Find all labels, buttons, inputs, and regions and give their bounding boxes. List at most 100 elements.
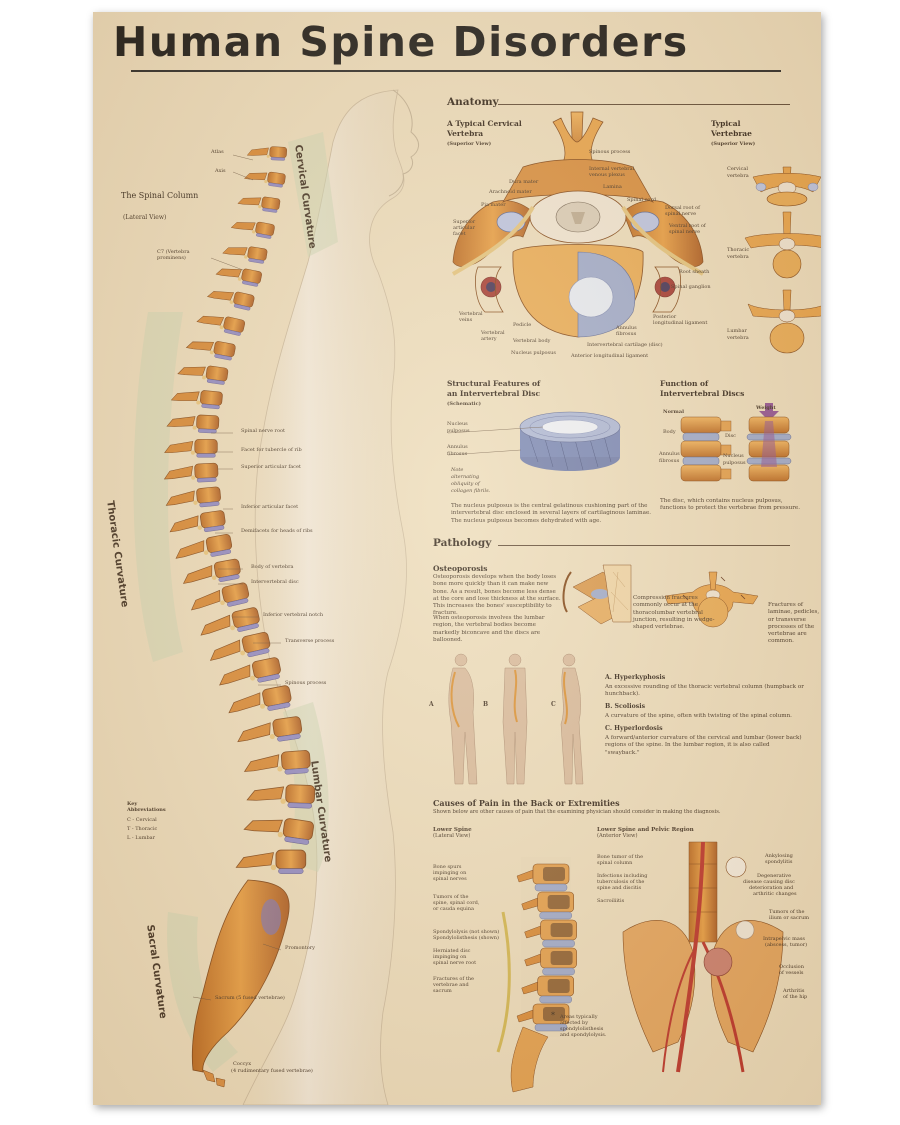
label-vertebral-artery-2: artery — [481, 336, 497, 342]
infections-label-3: spine and discitis — [597, 885, 642, 891]
typical-vertebrae-illustration — [744, 166, 821, 354]
poster-artwork — [133, 89, 821, 1105]
vertebra — [175, 534, 233, 559]
osteoporosis-text: Osteoporosis develops when the body lose… — [433, 574, 561, 617]
occlusion-label: Occlusion — [779, 964, 804, 970]
label-vertebral-body: Vertebral body — [513, 338, 551, 344]
vertebra — [170, 390, 223, 410]
fractures-sacrum-label-3: sacrum — [433, 988, 452, 994]
degenerative-label-3: deterioration and — [749, 885, 794, 891]
key-item-lumbar: L - Lumbar — [127, 835, 156, 841]
hyperkyphosis-title: A. Hyperkyphosis — [605, 674, 666, 681]
hip-arthritis-label-2: of the hip — [783, 994, 808, 1000]
vertebra — [190, 582, 250, 611]
label-dura-mater: Dura mater — [509, 179, 539, 185]
sacroiliitis-label: Sacroiliitis — [597, 898, 625, 904]
key-item-cervical: C - Cervical — [127, 817, 157, 823]
vertebra — [246, 784, 316, 809]
label-pedicle: Pedicle — [513, 322, 532, 328]
bone-tumor-label: Bone tumor of the — [597, 854, 644, 860]
vertebra — [209, 631, 271, 661]
degenerative-label-4: arthritic changes — [753, 891, 797, 897]
spinal-column-subtitle: (Lateral View) — [123, 214, 167, 221]
disc-note-4: collagen fibrils. — [451, 488, 491, 494]
function-disc-label: Disc — [725, 433, 736, 439]
bone-spurs-label: Bone spurs — [433, 864, 462, 870]
degenerative-label-2: disease causing disc — [743, 879, 795, 885]
hyperkyphosis-text: An excessive rounding of the thoracic ve… — [605, 684, 804, 698]
label-posterior-ligament-2: longitudinal ligament — [653, 320, 708, 326]
vertebra — [163, 462, 219, 483]
function-body-label: Body — [663, 429, 676, 435]
atlas-label: Atlas — [211, 149, 224, 155]
pelvic-subtitle: (Anterior View) — [597, 833, 638, 839]
posture-figures-illustration — [448, 653, 584, 785]
label-superior-facet-3: facet — [453, 231, 466, 237]
vertebra — [200, 607, 260, 636]
tumors-spine-label: Tumors of the — [433, 894, 469, 900]
intervertebral-disc-label: Intervertebral disc — [251, 579, 299, 585]
infections-label-2: tuberculosis of the — [597, 879, 645, 885]
asterisk-icon: * — [551, 1011, 555, 1020]
poster: Human Spine Disorders The Spinal Column … — [93, 12, 821, 1105]
label-nucleus-pulposus: Nucleus pulposus — [511, 350, 556, 356]
vertebra — [243, 750, 311, 775]
disc-function-title-2: Intervertebral Discs — [660, 389, 745, 398]
lumbar-vertebra-label-2: vertebra — [727, 335, 749, 341]
disc-structure-subtitle: (Schematic) — [447, 401, 481, 407]
causes-intro: Shown below are other causes of pain tha… — [433, 809, 721, 815]
thoracic-vertebra-label: Thoracic — [727, 247, 750, 253]
typical-vertebrae-title: Typical — [711, 119, 741, 128]
coccyx-shape — [202, 1069, 226, 1088]
lower-vertebra — [524, 919, 577, 948]
poster-title: Human Spine Disorders — [113, 18, 689, 66]
cervical-vertebra-illustration — [451, 111, 705, 338]
vertebra — [228, 685, 292, 714]
normal-label: Normal — [663, 409, 684, 415]
vertebra — [237, 716, 303, 743]
vertebra — [230, 221, 275, 239]
lower-vertebra — [521, 975, 575, 1004]
coccyx-label: Coccyx — [233, 1061, 252, 1067]
vertebra — [185, 341, 236, 361]
scoliosis-title: B. Scoliosis — [605, 703, 646, 710]
body-silhouette — [242, 89, 407, 1105]
intrapelvic-label: Intrapelvic mass — [763, 936, 806, 942]
promontory-label: Promontory — [285, 945, 315, 951]
cervical-vertebra-label: Cervical — [727, 166, 748, 172]
key-item-thoracic: T - Thoracic — [127, 826, 158, 832]
tumors-spine-label-2: spine, spinal cord, — [433, 900, 480, 906]
lower-spine-title: Lower Spine — [433, 827, 472, 833]
vertebra — [196, 315, 246, 336]
label-pia-mater: Pia mater — [481, 202, 506, 208]
key-abbrev-title: Abbreviations — [127, 807, 166, 813]
label-arachnoid-mater: Arachnoid mater — [489, 189, 532, 195]
label-superior-facet: Superior — [453, 219, 476, 225]
lumbar-vertebra-label: Lumbar — [727, 328, 747, 334]
lower-vertebra — [516, 1003, 570, 1032]
spinous-process-label: Spinous process — [285, 680, 327, 686]
vertebra — [164, 439, 218, 458]
nerve-root-label: Spinal nerve root — [241, 428, 285, 434]
hyperlordosis-title: C. Hyperlordosis — [605, 725, 663, 732]
cervical-band — [288, 132, 338, 257]
occlusion-label-2: of vessels — [779, 970, 804, 976]
label-lamina: Lamina — [603, 184, 622, 190]
axis-label: Axis — [215, 168, 226, 174]
disc-annulus-label-2: fibrosus — [447, 451, 468, 457]
demifacets-label: Demifacets for heads of ribs — [241, 528, 313, 534]
label-spinal-cord: Spinal cord — [627, 197, 657, 203]
posture-letter-a: A — [429, 701, 434, 708]
intrapelvic-label-2: (abscess, tumor) — [765, 942, 808, 948]
spondylolysis-label: Spondylolysis (not shown) — [433, 929, 500, 935]
thoracic-band — [133, 312, 183, 662]
function-annulus-label: Annulus — [659, 451, 680, 457]
fractures-sacrum-label: Fractures of the — [433, 976, 475, 982]
vertebra — [177, 365, 229, 385]
disc-note: Note — [451, 467, 464, 473]
disc-structure-title-2: an Intervertebral Disc — [447, 389, 541, 398]
disc-structure-title: Structural Features of — [447, 379, 541, 388]
pathology-rule — [498, 545, 790, 546]
sacral-canal — [261, 899, 281, 935]
compression-fracture-text: Compression fractures commonly occur at … — [633, 595, 715, 631]
